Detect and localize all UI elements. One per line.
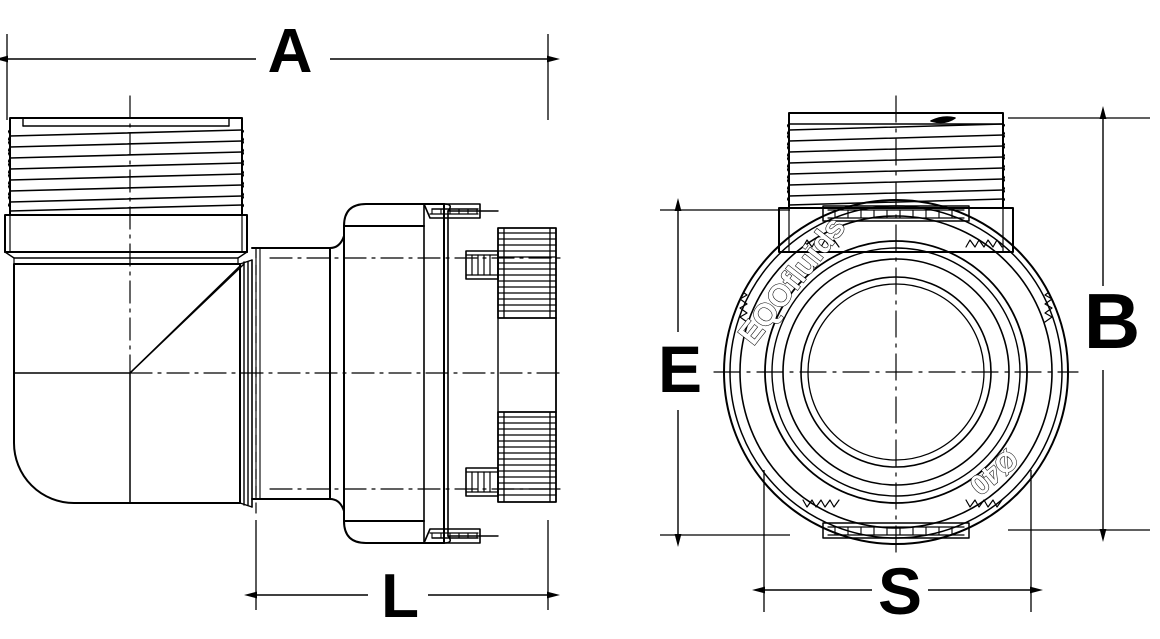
dimension-label-B: B	[1084, 277, 1140, 365]
knurled-cap-bottom	[497, 411, 557, 503]
dimension-label-E: E	[658, 332, 702, 406]
nut-clip-top	[423, 203, 481, 219]
nut-clip-boss-top	[822, 205, 970, 222]
dimension-label-S: S	[878, 554, 922, 628]
centerlines-left-view	[129, 95, 561, 521]
dimension-label-A: A	[268, 17, 313, 86]
end-view	[713, 95, 1079, 557]
centerlines-end-view	[713, 95, 1079, 557]
knurled-cap-top	[497, 227, 557, 319]
elbow-body	[13, 259, 253, 508]
male-thread-left	[8, 117, 244, 216]
cap-middle-band	[497, 317, 557, 413]
dimension-E	[660, 198, 790, 547]
dimension-L	[244, 520, 560, 610]
side-elevation-view	[4, 95, 561, 544]
dimension-A	[0, 34, 560, 120]
dimension-S	[752, 470, 1043, 612]
nut-clip-bottom	[423, 528, 481, 544]
dimension-B	[1008, 106, 1150, 542]
dimension-label-L: L	[381, 562, 419, 631]
